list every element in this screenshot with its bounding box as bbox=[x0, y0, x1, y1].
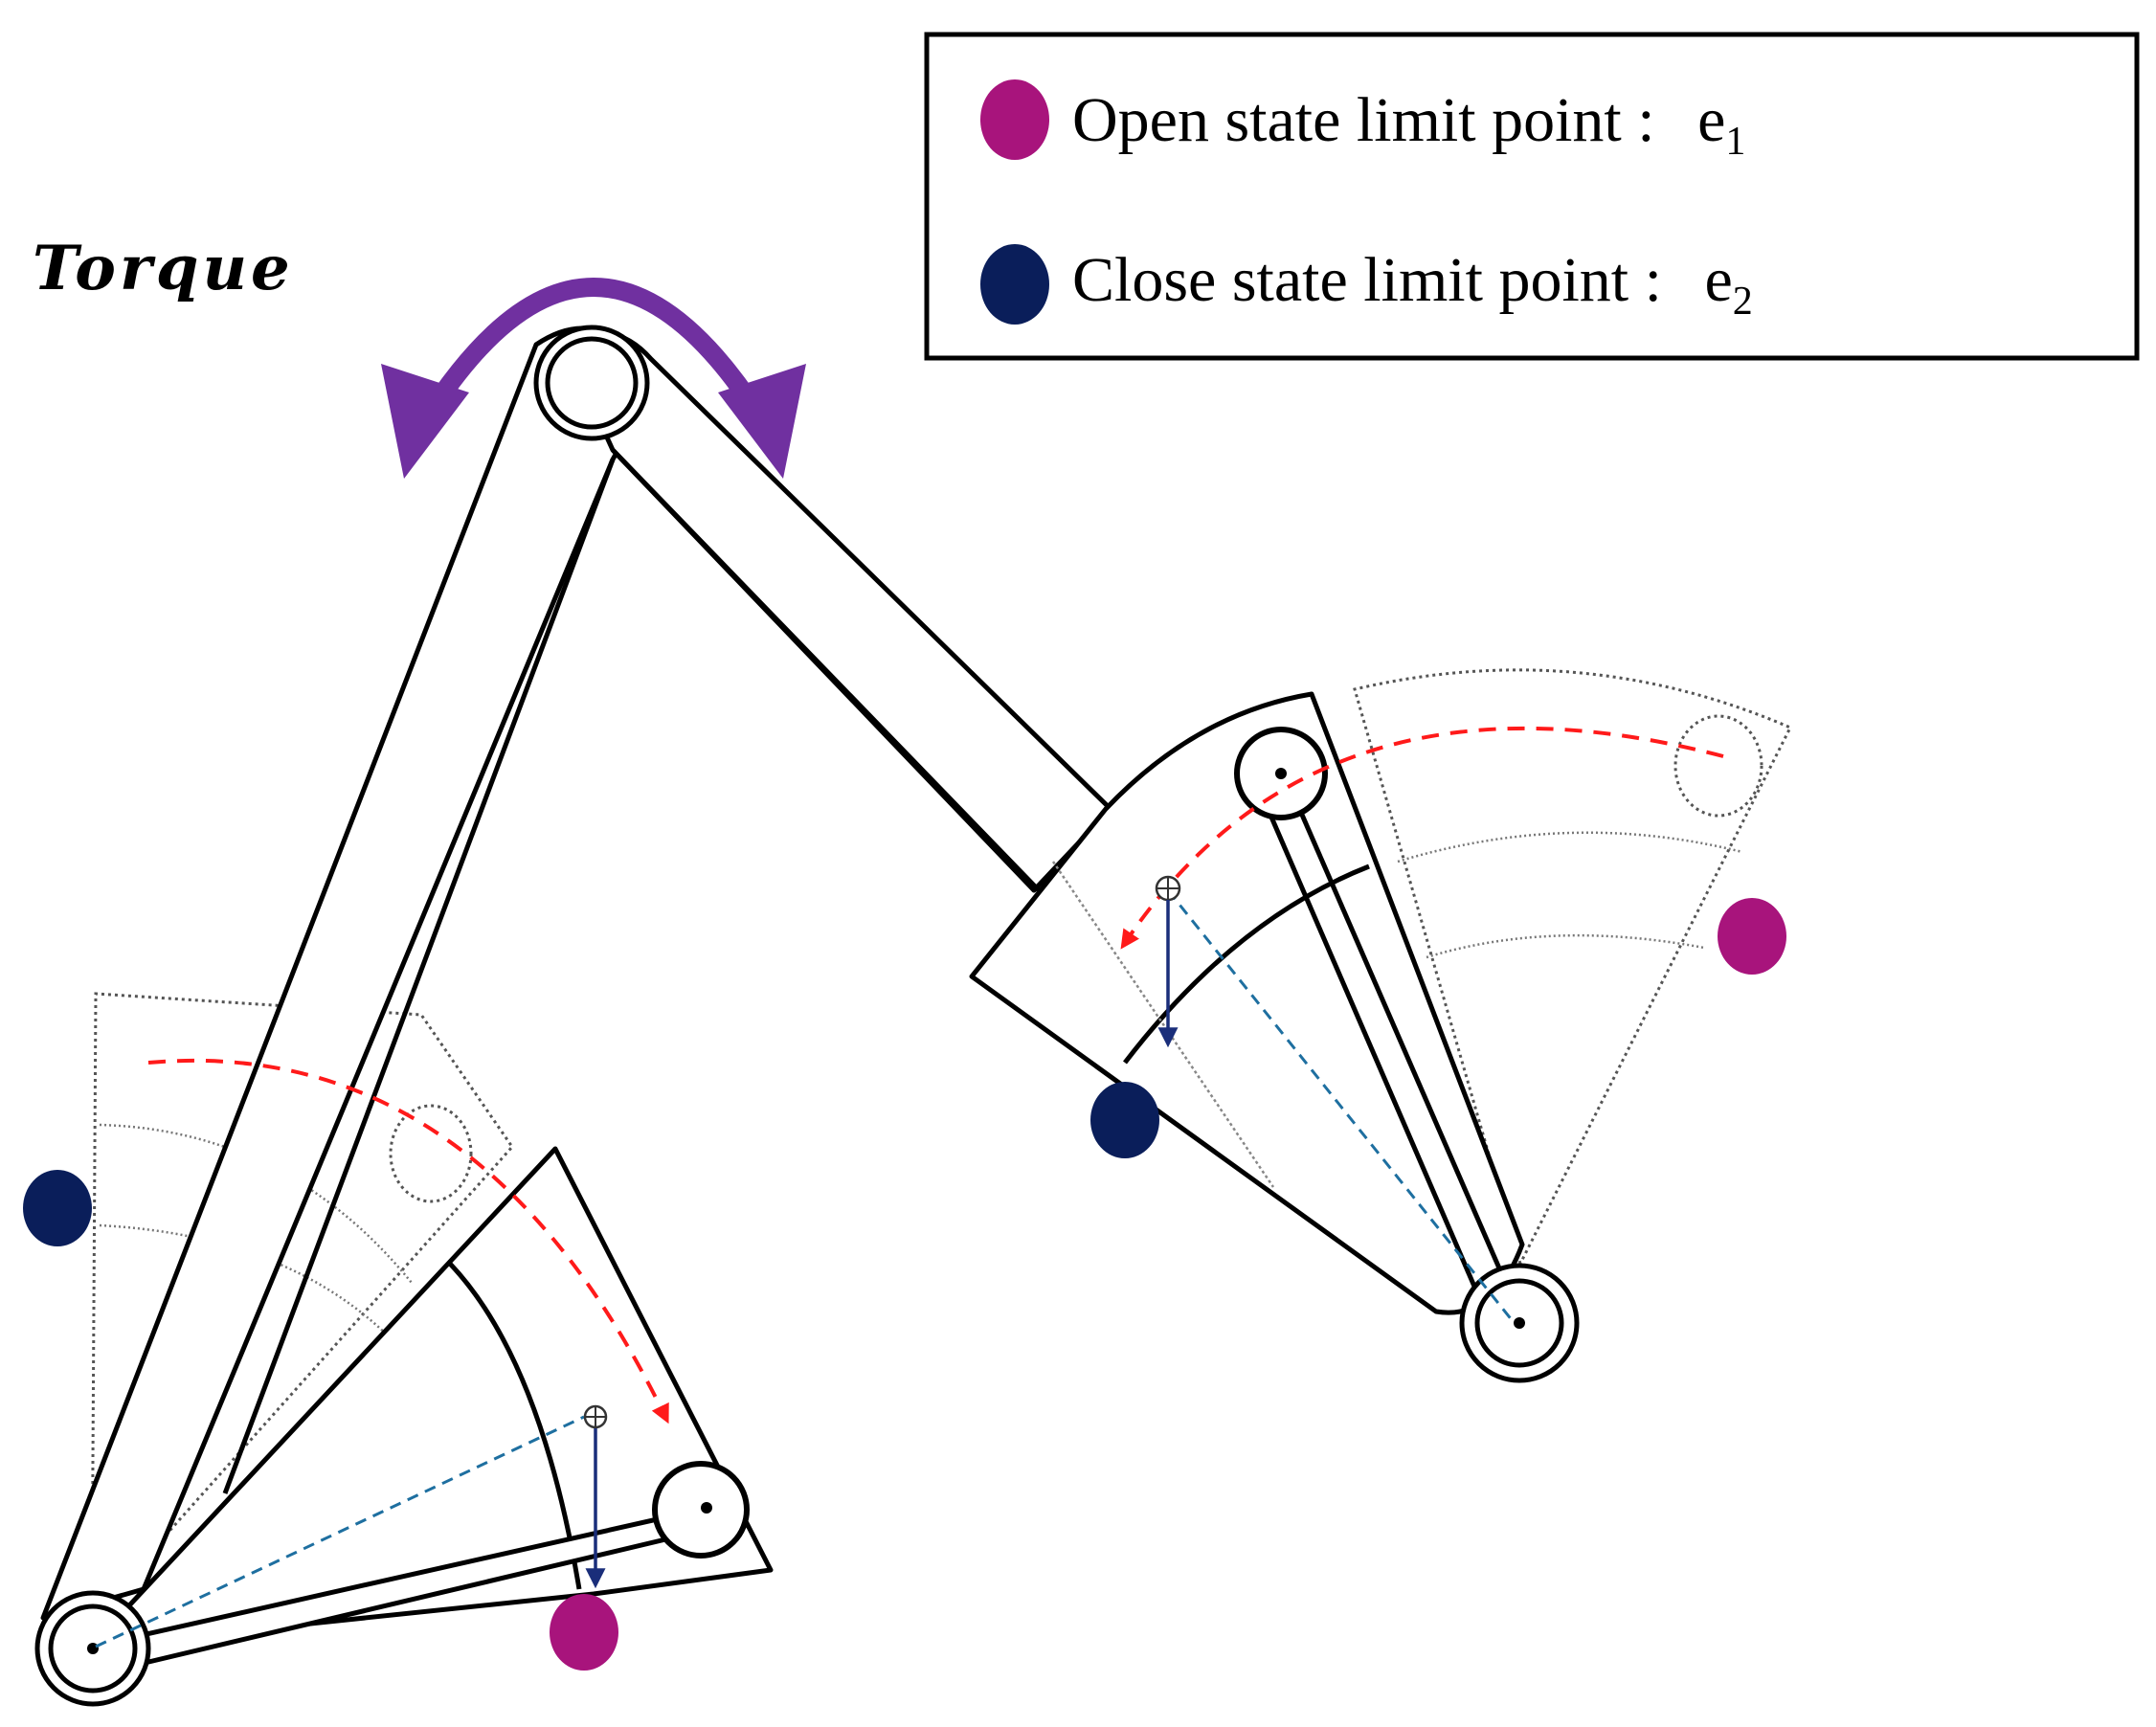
legend-frame bbox=[924, 32, 2140, 361]
right-close-limit-point bbox=[1090, 1082, 1159, 1158]
left-close-limit-point bbox=[23, 1170, 92, 1246]
right-motion-path bbox=[1120, 726, 1724, 950]
left-center-of-mass-icon bbox=[583, 1404, 608, 1429]
right-sector bbox=[969, 691, 1525, 1332]
right-center-line bbox=[1166, 889, 1515, 1322]
svg-text:Close state limit point :: Close state limit point : e2 bbox=[1072, 245, 1753, 324]
open-limit-symbol: e bbox=[1697, 85, 1725, 155]
left-motion-path bbox=[147, 1058, 669, 1424]
right-link bbox=[562, 330, 1113, 893]
left-open-limit-point bbox=[550, 1594, 618, 1671]
close-limit-subscript: 2 bbox=[1733, 280, 1753, 324]
legend: Open state limit point : e1 Close state … bbox=[924, 32, 2140, 361]
torque-arrow-icon bbox=[381, 278, 806, 479]
close-limit-legend-label: Close state limit point : bbox=[1072, 245, 1662, 315]
open-limit-legend-label: Open state limit point : bbox=[1072, 85, 1655, 155]
close-limit-legend-marker bbox=[980, 244, 1049, 325]
torque-label: Torque bbox=[33, 233, 294, 304]
right-center-of-mass-icon bbox=[1155, 875, 1181, 902]
right-open-limit-point bbox=[1718, 898, 1786, 975]
right-faint-sector bbox=[1353, 668, 1793, 1268]
top-pivot-joint bbox=[533, 325, 650, 441]
left-center-line bbox=[95, 1415, 585, 1648]
right-ground-joint bbox=[1459, 1263, 1580, 1383]
open-limit-legend-marker bbox=[980, 79, 1049, 160]
left-ground-joint bbox=[34, 1590, 151, 1707]
left-sector bbox=[88, 1146, 774, 1671]
svg-text:Open state limit point :: Open state limit point : e1 bbox=[1072, 85, 1745, 164]
open-limit-subscript: 1 bbox=[1725, 120, 1745, 164]
close-limit-symbol: e bbox=[1704, 245, 1732, 315]
